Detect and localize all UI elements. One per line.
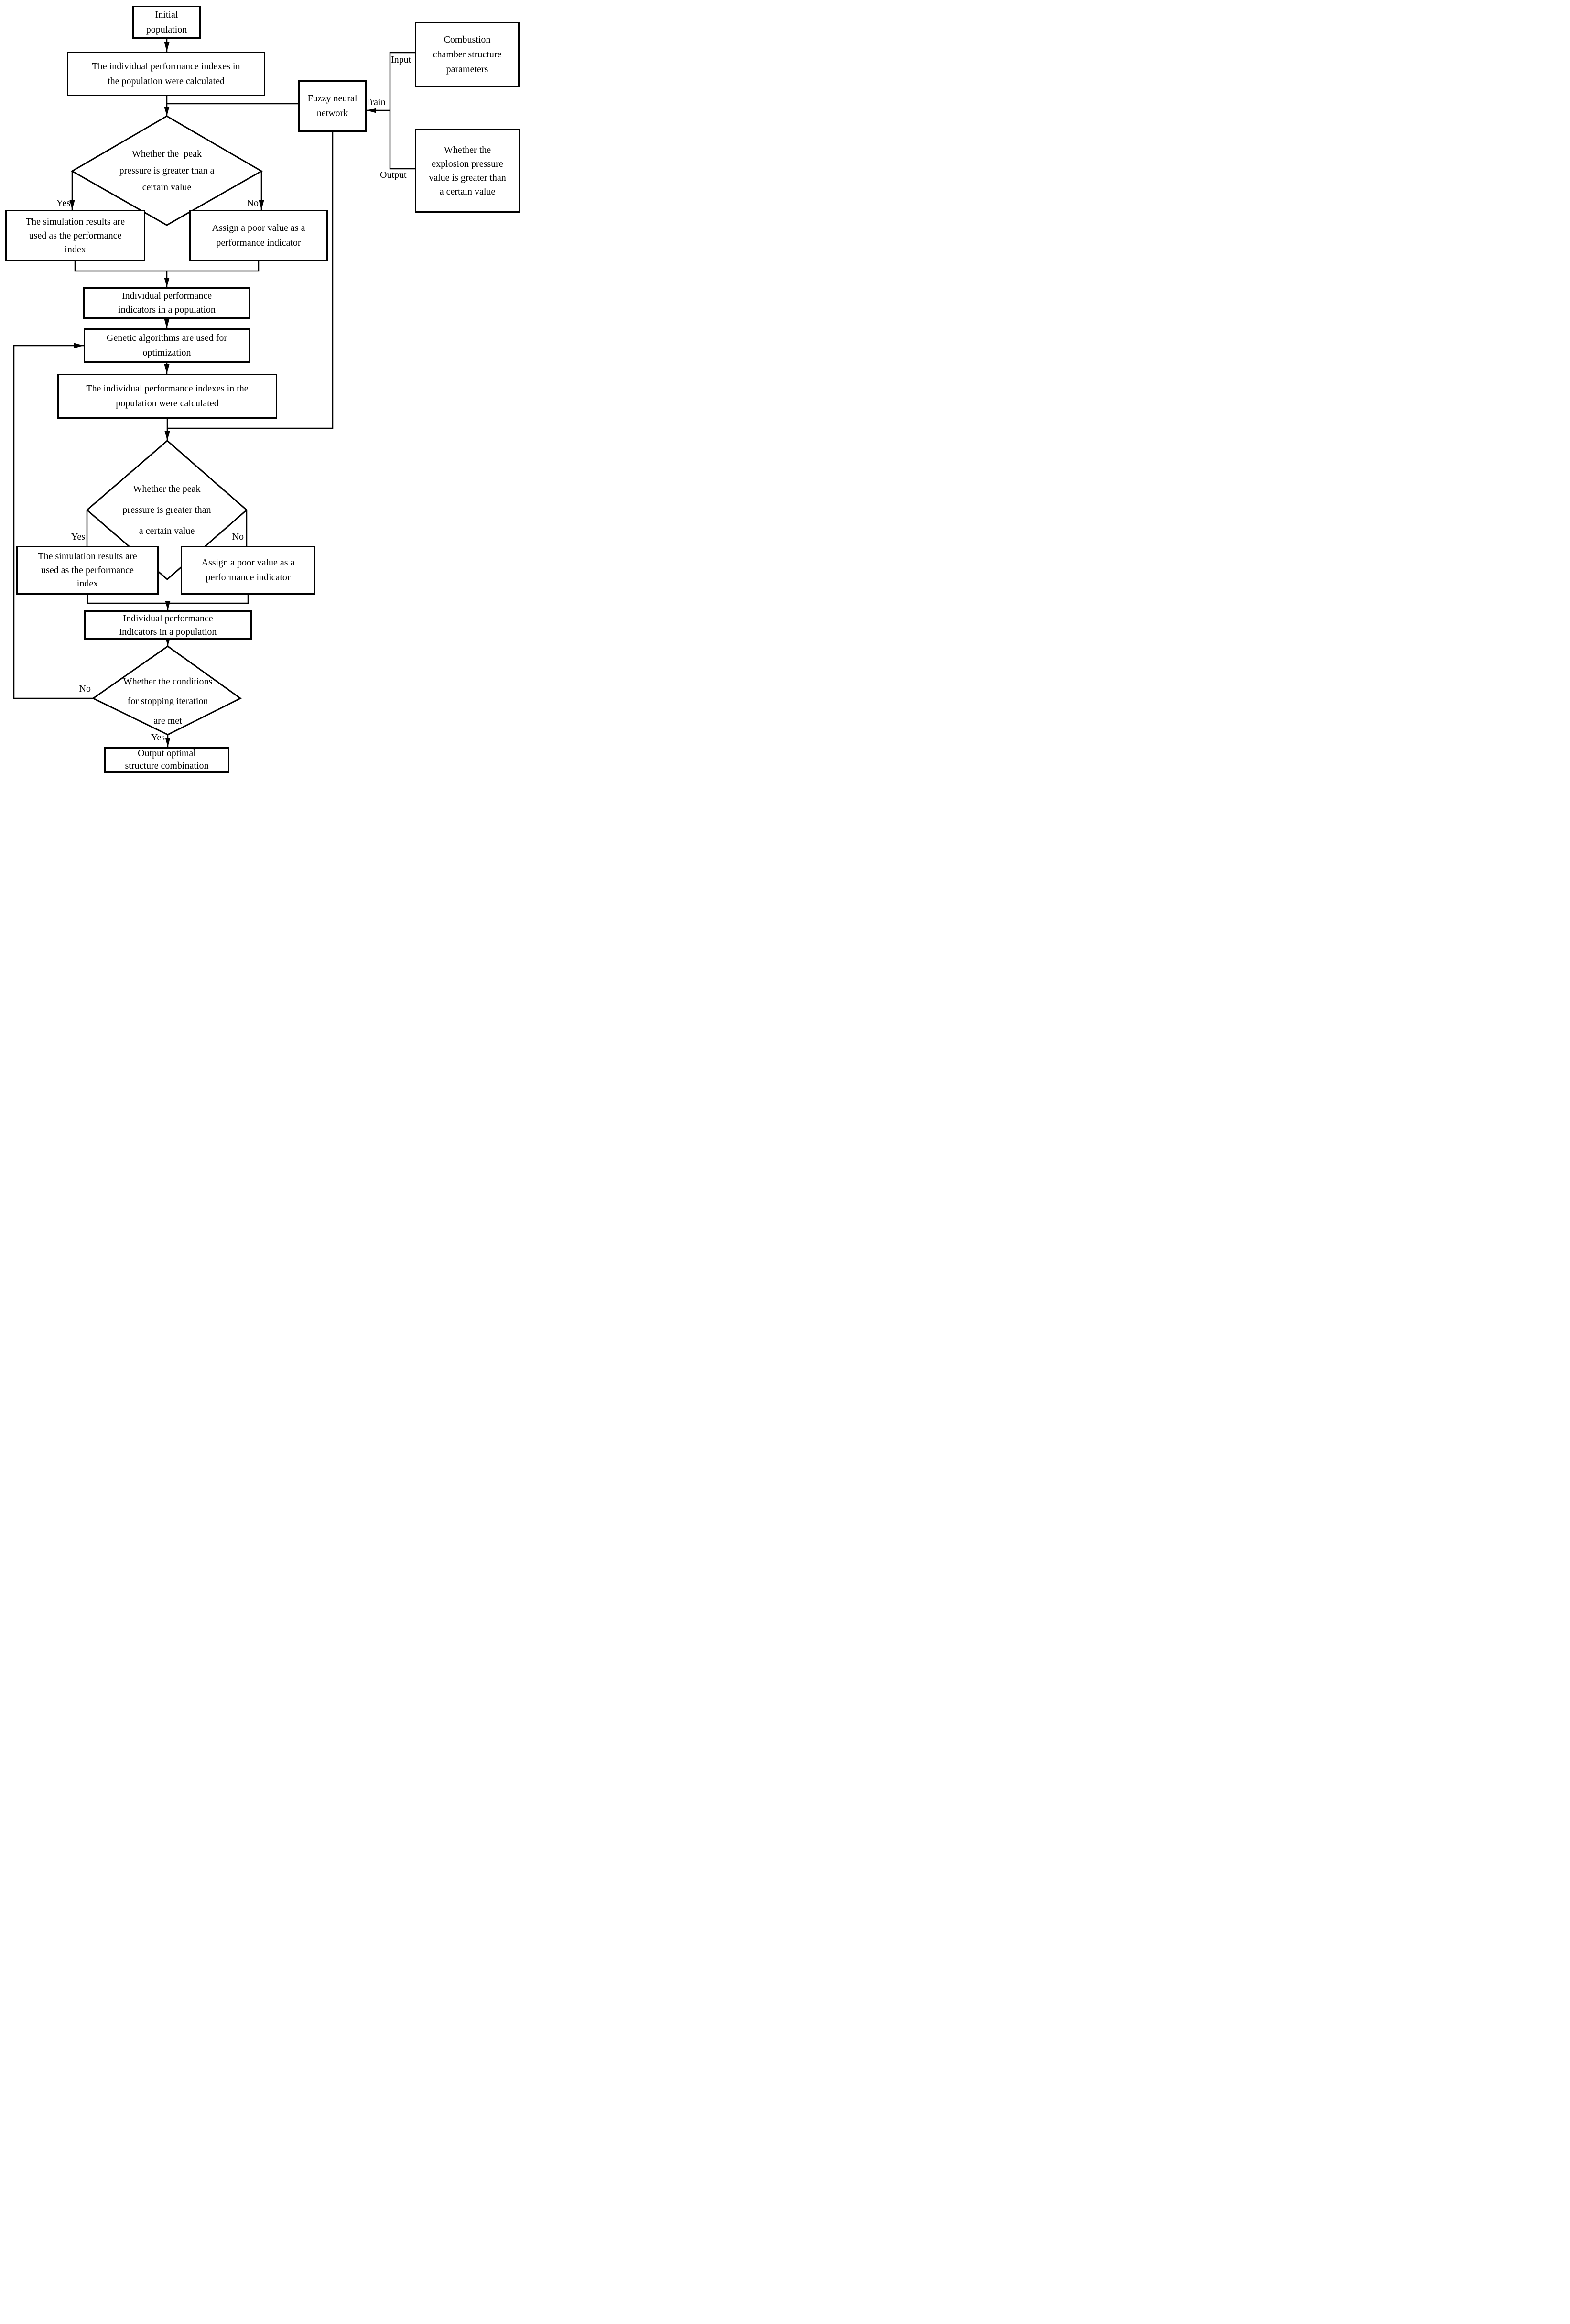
edge-label-yes-3: Yes [151,732,165,743]
decision-diamond-stop [92,645,242,736]
edge-fnn-to-junction2 [167,132,334,429]
decision-diamond-peak-1 [70,115,263,226]
edge-no3-loop-to-genetic [13,343,93,699]
node-assign-poor-value-1: Assign a poor value as a performance ind… [189,210,328,261]
flowchart-canvas: Initial population The individual perfor… [0,0,523,775]
edge-label-yes-2: Yes [71,532,85,542]
node-calc-indexes-1: The individual performance indexes in th… [67,52,265,96]
node-genetic-algorithms: Genetic algorithms are used for optimiza… [84,328,250,363]
node-indicators-2: Individual performance indicators in a p… [84,610,252,640]
edge-label-output: Output [380,170,407,180]
node-output-optimal: Output optimal structure combination [104,747,229,773]
edge-bracket-input-output [389,52,415,170]
node-fuzzy-neural-network: Fuzzy neural network [298,80,367,132]
edge-label-yes-1: Yes [56,198,70,208]
node-indicators-1: Individual performance indicators in a p… [83,287,250,319]
edge-merge1 [74,261,260,272]
edge-label-train: Train [365,97,386,108]
connector-layer [13,39,415,747]
edge-merge2 [87,595,249,604]
node-simulation-results-1: The simulation results are used as the p… [5,210,145,261]
decision-diamond-peak-2 [86,440,248,580]
node-explosion-pressure: Whether the explosion pressure value is … [415,129,520,213]
edge-label-no-1: No [247,198,259,208]
node-assign-poor-value-2: Assign a poor value as a performance ind… [181,546,315,595]
node-initial-population: Initial population [132,6,201,39]
edge-label-no-2: No [232,532,244,542]
node-simulation-results-2: The simulation results are used as the p… [16,546,159,595]
edge-label-input: Input [391,54,411,65]
node-combustion-params: Combustion chamber structure parameters [415,22,520,87]
edge-label-no-3: No [79,684,91,694]
node-calc-indexes-2: The individual performance indexes in th… [57,374,277,419]
